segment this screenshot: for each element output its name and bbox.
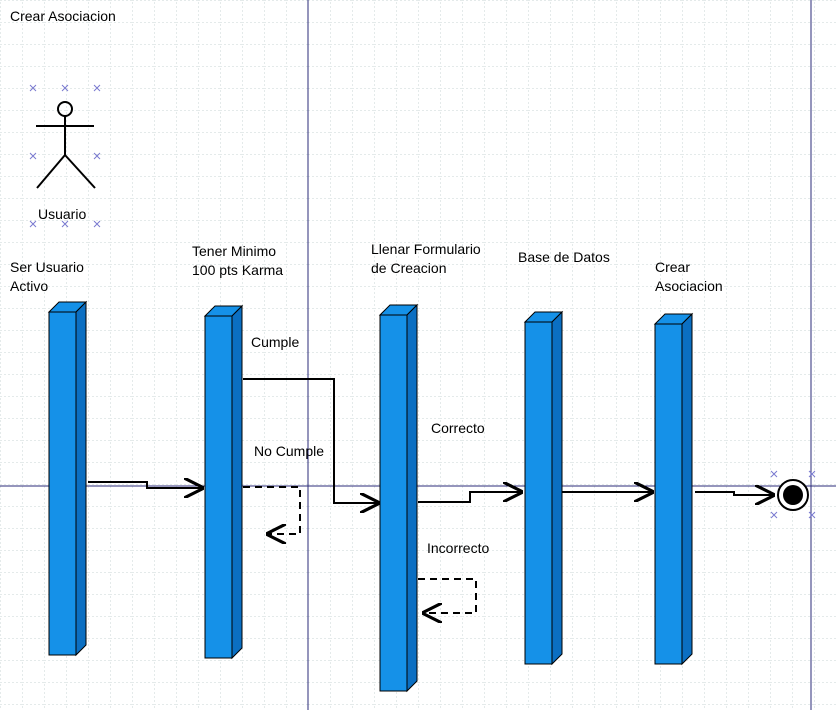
final-state-icon[interactable]	[777, 479, 809, 511]
message-label-incorrecto: Incorrecto	[427, 540, 490, 556]
arrow-no-cumple-self	[243, 486, 301, 534]
activation-bar-tener-minimo[interactable]	[203, 304, 244, 660]
activation-bar-ser-usuario-activo[interactable]	[47, 300, 88, 657]
diagram-title: Crear Asociacion	[10, 8, 116, 24]
arrow-cumple-to-llenar	[243, 378, 378, 503]
arrow-incorrecto-self	[418, 578, 477, 613]
lifeline-label-llenar-formulario: Llenar Formulario de Creacion	[371, 241, 481, 276]
activation-bar-llenar-formulario[interactable]	[378, 303, 419, 693]
message-label-correcto: Correcto	[431, 420, 485, 436]
actor-label: Usuario	[38, 206, 87, 222]
lifeline-label-ser-usuario-activo: Ser Usuario Activo	[10, 259, 84, 294]
message-arrows	[88, 378, 773, 613]
lifeline-label-crear-asociacion: Crear Asociacion	[655, 259, 723, 294]
lifeline-label-tener-minimo: Tener Minimo 100 pts Karma	[192, 243, 284, 278]
message-label-cumple: Cumple	[251, 334, 300, 350]
final-state-selection-handles	[770, 470, 816, 519]
actor-selection-handles	[29, 84, 101, 228]
arrow-crear-to-end	[695, 492, 773, 495]
activation-bar-crear-asociacion[interactable]	[653, 312, 694, 666]
message-label-no-cumple: No Cumple	[254, 443, 325, 459]
activation-bars	[47, 300, 694, 693]
lifeline-label-base-de-datos: Base de Datos	[518, 249, 610, 265]
actor-icon[interactable]	[36, 101, 96, 189]
arrow-correcto-to-base	[418, 492, 521, 503]
arrow-activo-to-tener	[88, 482, 202, 488]
activation-bar-base-de-datos[interactable]	[523, 310, 564, 666]
